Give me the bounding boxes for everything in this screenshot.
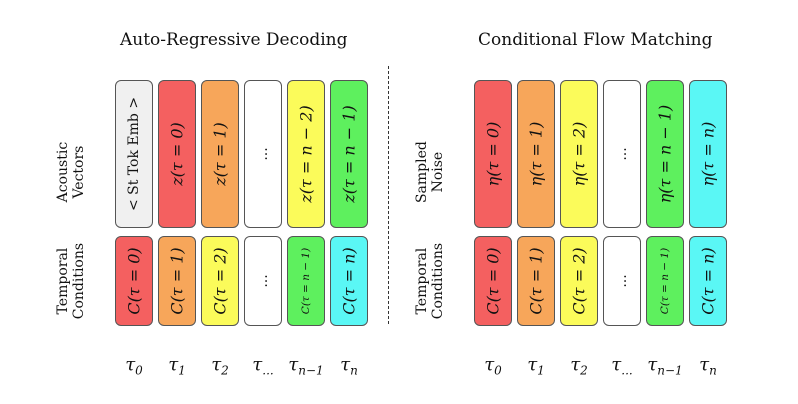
left-temporal-condition-box-5: C(τ = n) xyxy=(330,236,368,326)
left-tick-3: τ... xyxy=(241,354,285,378)
acoustic-vector-box-label-5: z(τ = n − 1) xyxy=(339,105,359,203)
left-panel-title: Auto-Regressive Decoding xyxy=(120,30,348,50)
right-temporal-condition-box-5: C(τ = n) xyxy=(689,236,727,326)
acoustic-vectors-label-line1: Acoustic xyxy=(54,141,71,203)
left-tick-sub-3: ... xyxy=(262,363,274,378)
left-tick-1: τ1 xyxy=(155,354,199,378)
right-tick-base-4: τ xyxy=(647,354,658,375)
right-tick-base-5: τ xyxy=(699,354,710,375)
right-temporal-condition-box-0: C(τ = 0) xyxy=(474,236,512,326)
panel-divider xyxy=(388,66,389,324)
acoustic-vector-box-1: z(τ = 0) xyxy=(158,80,196,228)
right-tick-1: τ1 xyxy=(514,354,558,378)
right-tick-sub-3: ... xyxy=(621,363,633,378)
sampled-noise-box-label-3: ... xyxy=(614,147,630,161)
acoustic-vector-box-label-1: z(τ = 0) xyxy=(167,122,187,186)
sampled-noise-box-0: η(τ = 0) xyxy=(474,80,512,228)
right-tick-base-0: τ xyxy=(484,354,495,375)
sampled-noise-label: Sampled Noise xyxy=(414,117,446,227)
right-tick-sub-0: 0 xyxy=(494,363,502,378)
right-temporal-condition-box-1: C(τ = 1) xyxy=(517,236,555,326)
right-panel-title: Conditional Flow Matching xyxy=(478,30,713,50)
right-temporal-conditions-label: Temporal Conditions xyxy=(414,226,446,336)
right-tick-sub-5: n xyxy=(709,363,717,378)
right-temporal-condition-box-2: C(τ = 2) xyxy=(560,236,598,326)
left-temporal-condition-box-label-1: C(τ = 1) xyxy=(167,247,187,315)
right-temporal-condition-box-4: C(τ = n − 1) xyxy=(646,236,684,326)
right-tick-sub-1: 1 xyxy=(537,363,545,378)
sampled-noise-box-5: η(τ = n) xyxy=(689,80,727,228)
left-temporal-condition-box-0: C(τ = 0) xyxy=(115,236,153,326)
sampled-noise-box-label-1: η(τ = 1) xyxy=(526,121,546,187)
left-tick-sub-4: n−1 xyxy=(298,363,324,378)
left-temporal-condition-box-label-3: ... xyxy=(255,274,271,288)
left-tick-2: τ2 xyxy=(198,354,242,378)
left-temporal-condition-box-label-4: C(τ = n − 1) xyxy=(300,247,312,315)
right-temporal-condition-box-label-1: C(τ = 1) xyxy=(526,247,546,315)
right-temporal-condition-box-label-3: ... xyxy=(614,274,630,288)
right-temporal-condition-box-label-4: C(τ = n − 1) xyxy=(659,247,671,315)
left-tick-base-4: τ xyxy=(288,354,299,375)
sampled-noise-box-label-2: η(τ = 2) xyxy=(569,121,589,187)
acoustic-vectors-label: Acoustic Vectors xyxy=(55,117,87,227)
sampled-noise-box-label-0: η(τ = 0) xyxy=(483,121,503,187)
sampled-noise-box-4: η(τ = n − 1) xyxy=(646,80,684,228)
left-tick-5: τn xyxy=(327,354,371,378)
acoustic-vector-box-4: z(τ = n − 2) xyxy=(287,80,325,228)
acoustic-vector-box-label-4: z(τ = n − 2) xyxy=(296,105,316,203)
left-temporal-condition-box-3: ... xyxy=(244,236,282,326)
right-tick-base-2: τ xyxy=(570,354,581,375)
right-tick-2: τ2 xyxy=(557,354,601,378)
acoustic-vector-box-label-3: ... xyxy=(255,147,271,161)
left-tick-base-3: τ xyxy=(252,354,263,375)
sampled-noise-box-3: ... xyxy=(603,80,641,228)
left-temporal-condition-box-label-0: C(τ = 0) xyxy=(124,247,144,315)
right-tick-5: τn xyxy=(686,354,730,378)
right-tick-4: τn−1 xyxy=(643,354,687,378)
right-tick-base-1: τ xyxy=(527,354,538,375)
left-temporal-condition-box-2: C(τ = 2) xyxy=(201,236,239,326)
sampled-noise-label-line1: Sampled xyxy=(413,141,430,204)
acoustic-vector-box-2: z(τ = 1) xyxy=(201,80,239,228)
sampled-noise-box-label-4: η(τ = n − 1) xyxy=(655,104,675,204)
left-temporal-conditions-label-line1: Temporal xyxy=(54,247,71,315)
left-tick-sub-1: 1 xyxy=(178,363,186,378)
acoustic-vector-box-label-0: < St Tok Emb > xyxy=(126,96,142,212)
right-temporal-condition-box-3: ... xyxy=(603,236,641,326)
right-tick-sub-2: 2 xyxy=(580,363,588,378)
acoustic-vector-box-3: ... xyxy=(244,80,282,228)
sampled-noise-box-1: η(τ = 1) xyxy=(517,80,555,228)
left-temporal-condition-box-4: C(τ = n − 1) xyxy=(287,236,325,326)
left-temporal-condition-box-label-5: C(τ = n) xyxy=(339,247,359,315)
left-temporal-conditions-label: Temporal Conditions xyxy=(55,226,87,336)
left-tick-sub-2: 2 xyxy=(221,363,229,378)
left-temporal-conditions-label-line2: Conditions xyxy=(71,242,87,320)
left-tick-0: τ0 xyxy=(112,354,156,378)
left-tick-base-2: τ xyxy=(211,354,222,375)
left-tick-sub-0: 0 xyxy=(135,363,143,378)
acoustic-vector-box-0: < St Tok Emb > xyxy=(115,80,153,228)
right-temporal-condition-box-label-0: C(τ = 0) xyxy=(483,247,503,315)
right-temporal-condition-box-label-5: C(τ = n) xyxy=(698,247,718,315)
acoustic-vector-box-label-2: z(τ = 1) xyxy=(210,122,230,186)
right-tick-0: τ0 xyxy=(471,354,515,378)
right-temporal-condition-box-label-2: C(τ = 2) xyxy=(569,247,589,315)
sampled-noise-label-line2: Noise xyxy=(430,151,446,193)
left-tick-base-1: τ xyxy=(168,354,179,375)
sampled-noise-box-2: η(τ = 2) xyxy=(560,80,598,228)
right-temporal-conditions-label-line2: Conditions xyxy=(430,242,446,320)
right-tick-base-3: τ xyxy=(611,354,622,375)
left-temporal-condition-box-1: C(τ = 1) xyxy=(158,236,196,326)
left-temporal-condition-box-label-2: C(τ = 2) xyxy=(210,247,230,315)
left-tick-4: τn−1 xyxy=(284,354,328,378)
right-tick-sub-4: n−1 xyxy=(657,363,683,378)
right-temporal-conditions-label-line1: Temporal xyxy=(413,247,430,315)
left-tick-base-5: τ xyxy=(340,354,351,375)
left-tick-sub-5: n xyxy=(350,363,358,378)
left-tick-base-0: τ xyxy=(125,354,136,375)
sampled-noise-box-label-5: η(τ = n) xyxy=(698,121,718,187)
acoustic-vector-box-5: z(τ = n − 1) xyxy=(330,80,368,228)
acoustic-vectors-label-line2: Vectors xyxy=(71,145,87,199)
right-tick-3: τ... xyxy=(600,354,644,378)
